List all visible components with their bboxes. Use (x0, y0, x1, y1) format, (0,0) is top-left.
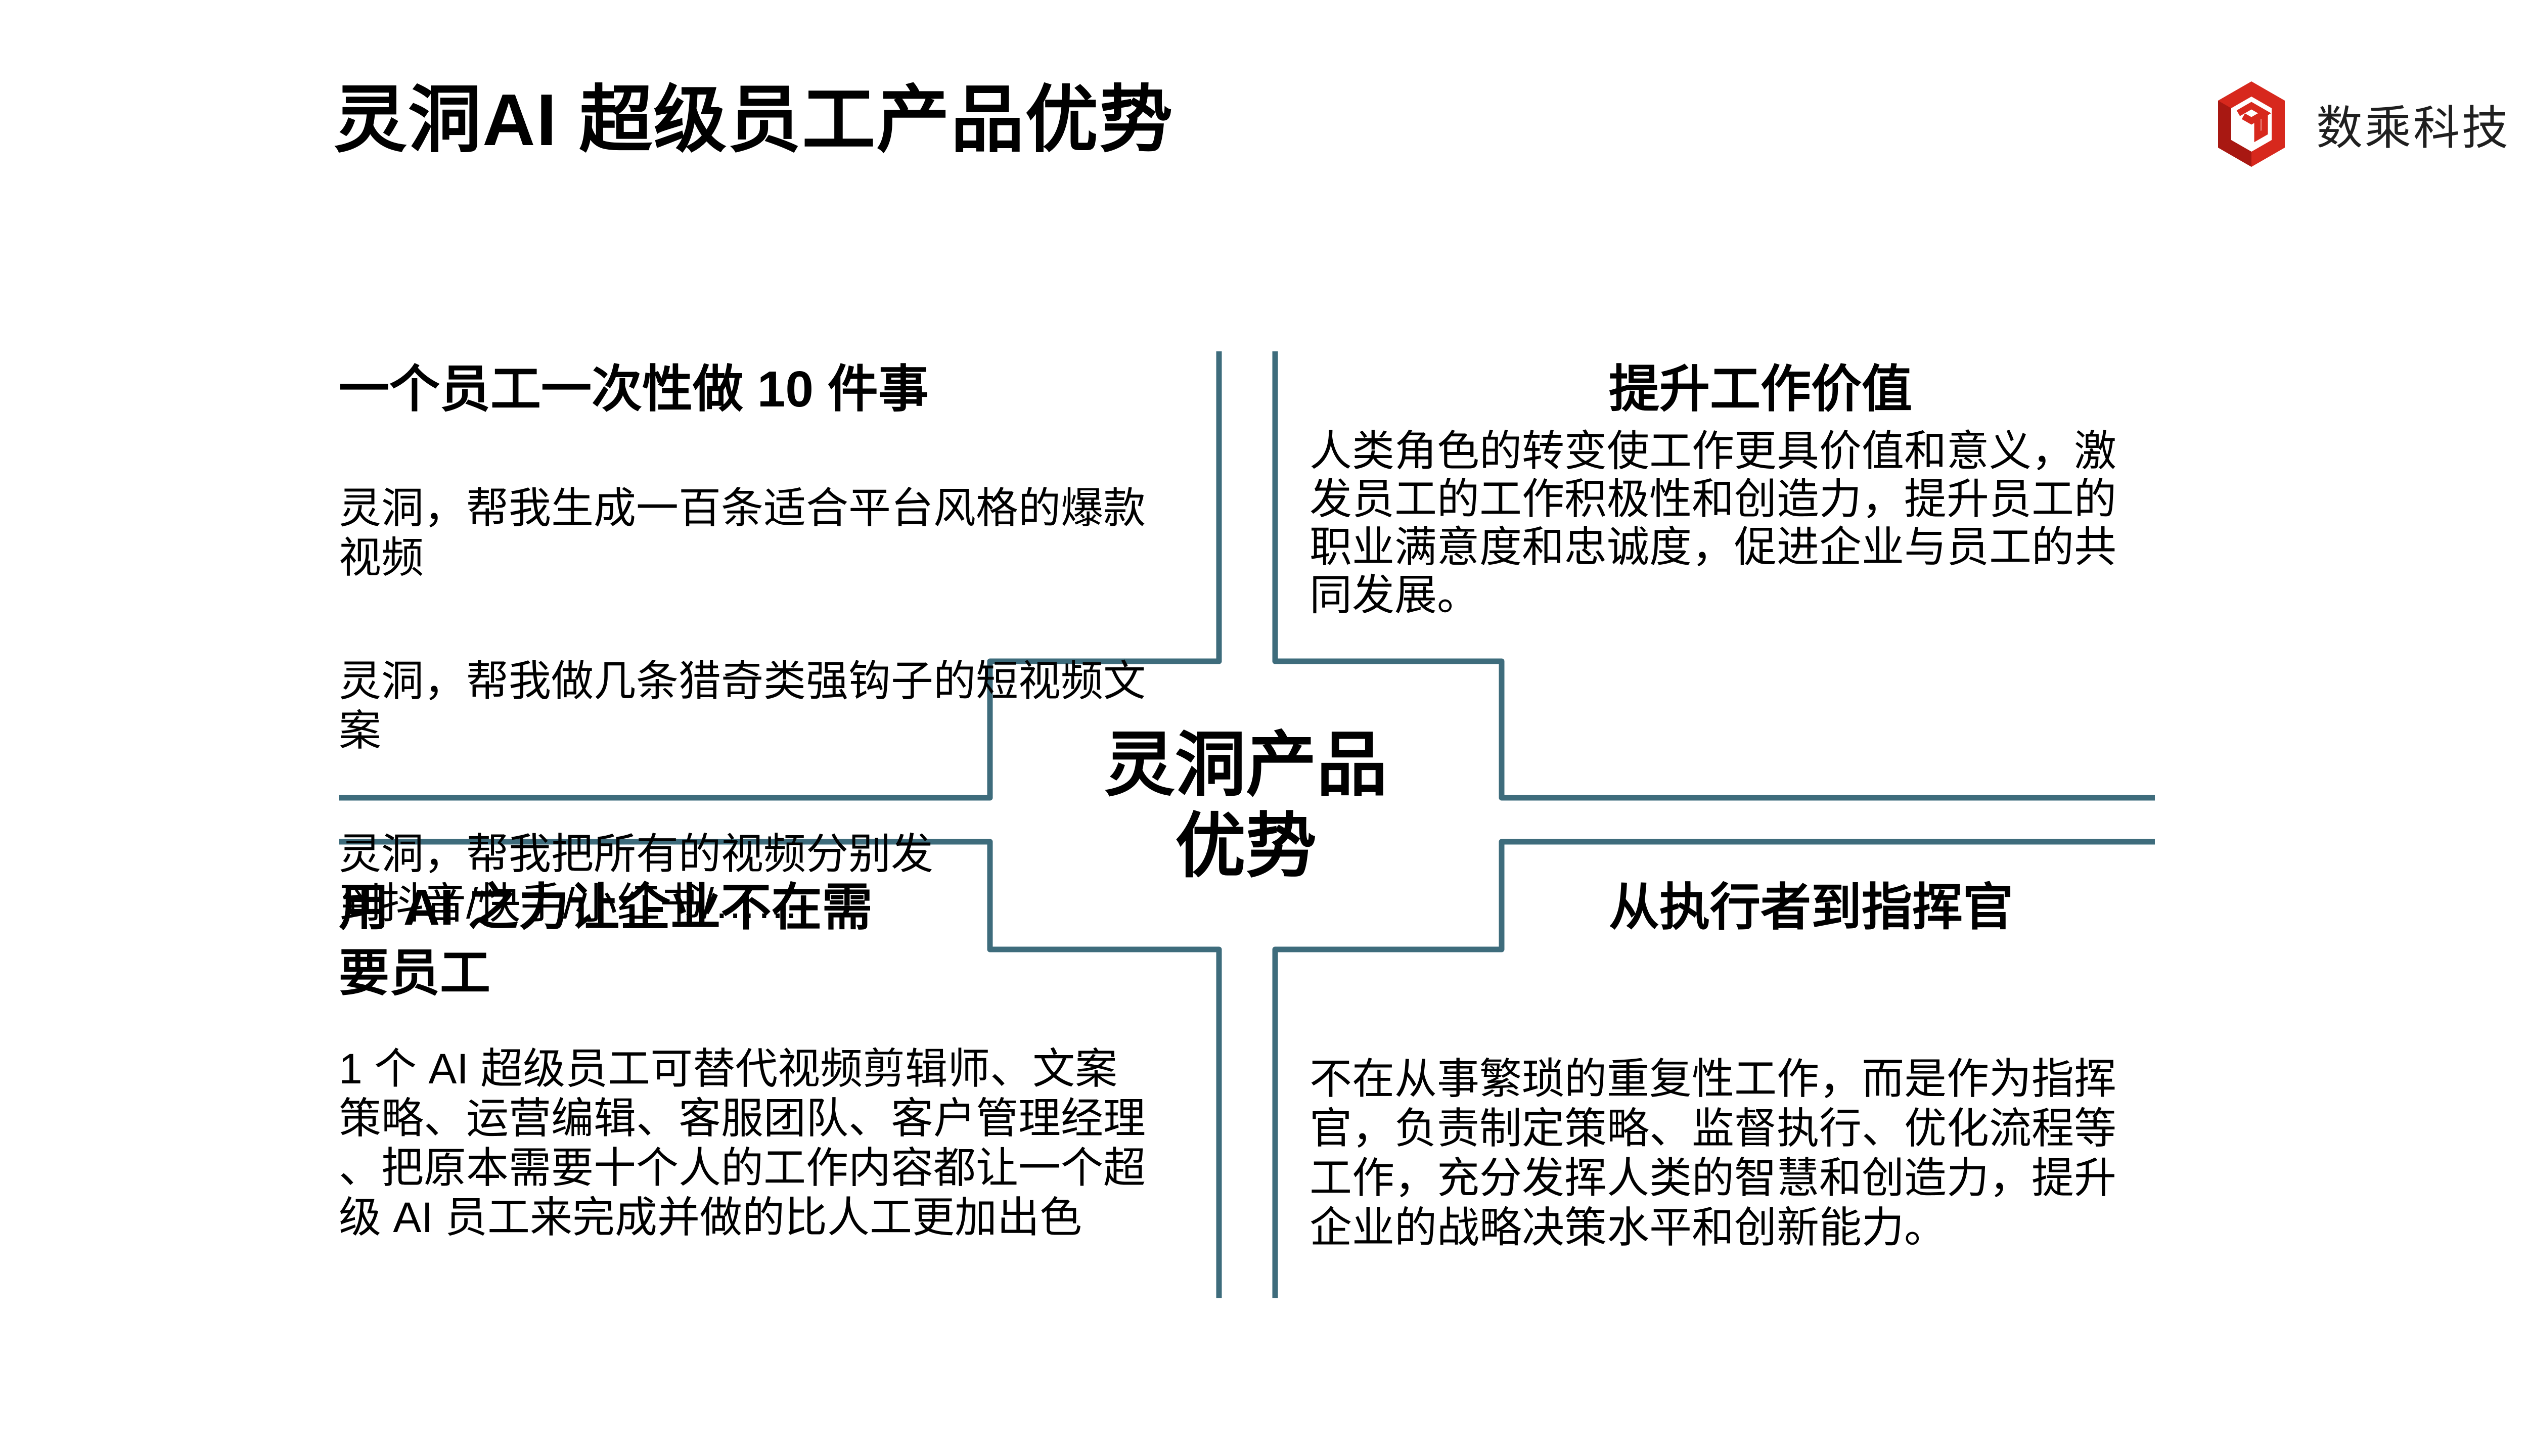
diagram-center-title: 灵洞产品 优势 (1104, 725, 1387, 886)
quadrant-bottom-right-body: 不在从事繁琐的重复性工作，而是作为指挥 官，负责制定策略、监督执行、优化流程等 … (1310, 1055, 2117, 1251)
company-logo: 数乘科技 (2216, 80, 2508, 168)
slide-title: 灵洞AI 超级员工产品优势 (334, 79, 1174, 161)
quadrant-top-right-heading: 提升工作价值 (1609, 361, 1912, 418)
quadrant-top-left-paragraph: 灵洞，帮我把所有的视频分别发 到抖音/快手/小红书/…… (339, 830, 934, 927)
logo-cube-icon (2218, 81, 2285, 167)
quadrant-top-left-paragraph: 灵洞，帮我生成一百条适合平台风格的爆款 视频 (339, 484, 1146, 581)
logo-company-name: 数乘科技 (2316, 103, 2511, 154)
quadrant-top-left-body: 灵洞，帮我生成一百条适合平台风格的爆款 视频 灵洞，帮我做几条猎奇类强钩子的短视… (339, 434, 1146, 1002)
quadrant-bottom-left-body: 1 个 AI 超级员工可替代视频剪辑师、文案 策略、运营编辑、客服团队、客户管理… (339, 1045, 1146, 1241)
quadrant-top-left-paragraph: 灵洞，帮我做几条猎奇类强钩子的短视频文 案 (339, 657, 1146, 754)
quadrant-bottom-left-heading: 用 AI 之力让企业不在需 要员工 (339, 879, 873, 1002)
quadrant-top-right-body: 人类角色的转变使工作更具价值和意义，激 发员工的工作积极性和创造力，提升员工的 … (1310, 427, 2117, 619)
quadrant-bottom-right-heading: 从执行者到指挥官 (1609, 879, 2013, 936)
quadrant-top-left-heading: 一个员工一次性做 10 件事 (339, 361, 929, 418)
